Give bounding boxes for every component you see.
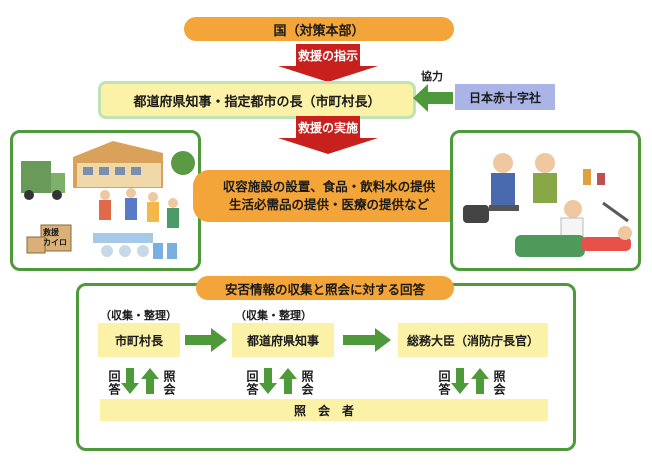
answer-label-2: 回答 bbox=[245, 370, 259, 396]
answer-arrow-1 bbox=[121, 368, 139, 394]
instruction-arrow: 救援の指示 bbox=[278, 44, 378, 82]
inquiry-label-2: 照会 bbox=[300, 370, 314, 396]
answer-arrow-2 bbox=[259, 368, 277, 394]
node-2-label: 都道府県知事 bbox=[246, 333, 319, 348]
node-3-label: 総務大臣（消防庁長官） bbox=[406, 333, 539, 348]
instruction-arrow-shape bbox=[278, 44, 378, 82]
node-1-label: 市町村長 bbox=[114, 333, 163, 348]
node-municipal-mayor: 市町村長 bbox=[98, 323, 180, 357]
relief-box-text: 救援 カイロ bbox=[43, 228, 67, 248]
relief-site-scene bbox=[21, 141, 195, 259]
relief-box-sublabel: カイロ bbox=[43, 238, 67, 247]
node-prefectural-governor: 都道府県知事 bbox=[232, 323, 334, 357]
relief-box-label: 救援 bbox=[43, 228, 59, 237]
instruction-arrow-label: 救援の指示 bbox=[297, 48, 358, 63]
relief-line-2: 生活必需品の提供・医療の提供など bbox=[228, 197, 429, 212]
national-hq-label: 国（対策本部） bbox=[273, 23, 365, 39]
implementation-arrow-label: 救援の実施 bbox=[297, 120, 358, 135]
flow-arrow-1 bbox=[185, 328, 227, 352]
cooperation-label: 協力 bbox=[421, 70, 443, 83]
medical-care-illustration bbox=[450, 130, 641, 271]
red-cross-label: 日本赤十字社 bbox=[468, 90, 541, 105]
safety-info-title-pill: 安否情報の収集と照会に対する回答 bbox=[196, 276, 454, 300]
node-minister: 総務大臣（消防庁長官） bbox=[398, 323, 548, 357]
answer-label-3: 回答 bbox=[437, 370, 451, 396]
red-cross-box: 日本赤十字社 bbox=[455, 84, 555, 110]
inquiry-label-3: 照会 bbox=[492, 370, 506, 396]
implementation-arrow: 救援の実施 bbox=[278, 116, 378, 154]
flow-arrow-2 bbox=[343, 328, 391, 352]
cooperation-arrow bbox=[413, 84, 453, 112]
relief-services-pill: 収容施設の設置、食品・飲料水の提供 生活必需品の提供・医療の提供など bbox=[193, 170, 465, 222]
inquirer-label: 照 会 者 bbox=[293, 403, 354, 418]
safety-info-title: 安否情報の収集と照会に対する回答 bbox=[224, 281, 425, 297]
answer-label-1: 回答 bbox=[107, 370, 121, 396]
relief-site-illustration: 救援 カイロ bbox=[10, 130, 201, 271]
governors-label: 都道府県知事・指定都市の長（市町村長） bbox=[133, 94, 381, 110]
inquiry-arrow-1 bbox=[141, 368, 159, 394]
inquirer-bar: 照 会 者 bbox=[100, 399, 548, 421]
inquiry-arrow-2 bbox=[279, 368, 297, 394]
inquiry-arrow-3 bbox=[471, 368, 489, 394]
implementation-arrow-shape bbox=[278, 116, 378, 154]
node-1-note: （収集・整理） bbox=[100, 309, 177, 322]
medical-care-scene bbox=[463, 153, 632, 257]
node-2-note: （収集・整理） bbox=[235, 309, 312, 322]
governors-box: 都道府県知事・指定都市の長（市町村長） bbox=[98, 81, 416, 119]
inquiry-label-1: 照会 bbox=[162, 370, 176, 396]
national-hq-pill: 国（対策本部） bbox=[184, 17, 454, 41]
relief-line-1: 収容施設の設置、食品・飲料水の提供 bbox=[222, 179, 436, 194]
answer-arrow-3 bbox=[451, 368, 469, 394]
